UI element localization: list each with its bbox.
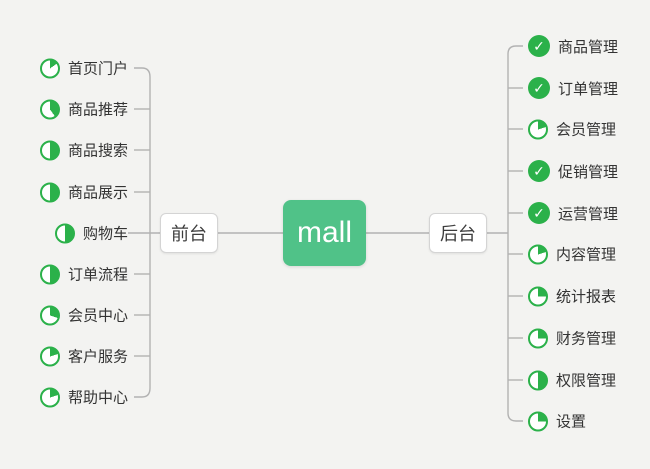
root-node-mall[interactable]: mall <box>283 200 366 266</box>
item-label: 订单流程 <box>67 266 128 284</box>
progress-pie-icon <box>39 305 60 325</box>
front-item-member-center[interactable]: 会员中心 <box>39 305 128 326</box>
front-item-product-display[interactable]: 商品展示 <box>39 182 128 203</box>
item-label: 首页门户 <box>67 60 128 78</box>
back-item-promotion-mgmt[interactable]: ✓ 促销管理 <box>528 160 618 182</box>
branch-node-label: 后台 <box>440 224 476 244</box>
item-label: 客户服务 <box>67 348 128 366</box>
progress-pie-icon <box>39 346 60 366</box>
item-label: 订单管理 <box>558 80 619 98</box>
item-label: 内容管理 <box>556 246 617 264</box>
item-label: 运营管理 <box>558 205 619 223</box>
progress-pie-icon <box>528 119 548 139</box>
front-item-customer-service[interactable]: 客户服务 <box>39 346 128 367</box>
item-label: 设置 <box>556 413 587 431</box>
item-label: 权限管理 <box>556 372 617 390</box>
back-item-statistics-report[interactable]: 统计报表 <box>528 286 616 307</box>
check-circle-icon: ✓ <box>528 202 550 224</box>
front-item-product-search[interactable]: 商品搜索 <box>39 140 128 161</box>
front-item-home-portal[interactable]: 首页门户 <box>39 58 128 79</box>
progress-pie-icon <box>39 99 60 119</box>
item-label: 会员管理 <box>556 121 617 139</box>
front-item-cart[interactable]: 购物车 <box>54 223 128 244</box>
progress-pie-icon <box>528 244 548 264</box>
back-item-order-mgmt[interactable]: ✓ 订单管理 <box>528 77 618 99</box>
progress-pie-icon <box>39 58 60 78</box>
root-node-label: mall <box>296 216 352 249</box>
progress-pie-icon <box>39 182 60 202</box>
item-label: 购物车 <box>82 225 128 243</box>
branch-node-back[interactable]: 后台 <box>429 213 487 253</box>
check-circle-icon: ✓ <box>528 160 550 182</box>
branch-node-front[interactable]: 前台 <box>160 213 218 253</box>
progress-pie-icon <box>39 264 60 284</box>
progress-pie-icon <box>528 370 548 390</box>
progress-pie-icon <box>39 140 60 160</box>
item-label: 商品推荐 <box>67 101 128 119</box>
item-label: 统计报表 <box>556 288 617 306</box>
item-label: 促销管理 <box>558 163 619 181</box>
back-item-product-mgmt[interactable]: ✓ 商品管理 <box>528 35 618 57</box>
check-circle-icon: ✓ <box>528 35 550 57</box>
item-label: 商品搜索 <box>67 142 128 160</box>
back-item-member-mgmt[interactable]: 会员管理 <box>528 119 616 140</box>
progress-pie-icon <box>528 286 548 306</box>
item-label: 会员中心 <box>67 307 128 325</box>
progress-pie-icon <box>528 411 548 431</box>
check-circle-icon: ✓ <box>528 77 550 99</box>
progress-pie-icon <box>528 328 548 348</box>
front-item-help-center[interactable]: 帮助中心 <box>39 387 128 408</box>
branch-node-label: 前台 <box>171 224 207 244</box>
progress-pie-icon <box>54 223 75 243</box>
item-label: 帮助中心 <box>67 389 128 407</box>
back-item-finance-mgmt[interactable]: 财务管理 <box>528 328 616 349</box>
back-item-permission-mgmt[interactable]: 权限管理 <box>528 370 616 391</box>
front-item-product-recommend[interactable]: 商品推荐 <box>39 99 128 120</box>
item-label: 商品展示 <box>67 184 128 202</box>
front-item-order-flow[interactable]: 订单流程 <box>39 264 128 285</box>
progress-pie-icon <box>39 387 60 407</box>
back-item-settings[interactable]: 设置 <box>528 411 586 432</box>
back-item-content-mgmt[interactable]: 内容管理 <box>528 244 616 265</box>
item-label: 商品管理 <box>558 38 619 56</box>
back-item-operation-mgmt[interactable]: ✓ 运营管理 <box>528 202 618 224</box>
item-label: 财务管理 <box>556 330 617 348</box>
